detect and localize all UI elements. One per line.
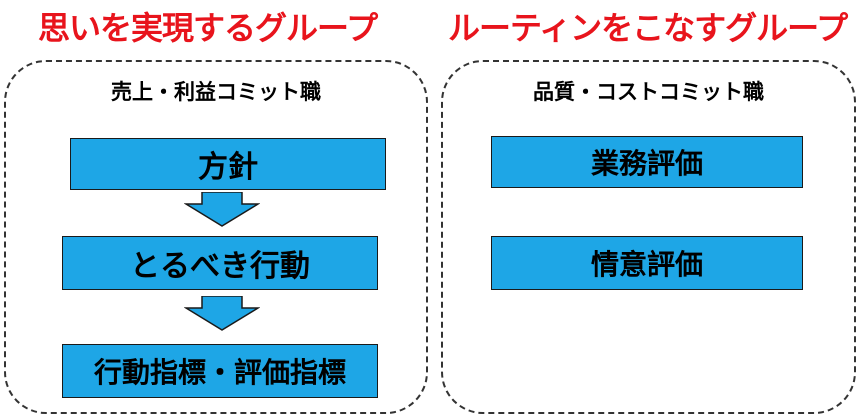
panel-title-right: 品質・コストコミット職 <box>533 80 764 104</box>
down-arrow-icon <box>184 296 260 331</box>
step-box-policy: 方針 <box>70 138 386 190</box>
down-arrow-icon <box>184 192 260 227</box>
group-heading-left: 思いを実現するグループ <box>38 9 378 47</box>
panel-title-left: 売上・利益コミット職 <box>111 80 321 104</box>
panel-right <box>441 60 856 414</box>
group-heading-right: ルーティンをこなすグループ <box>448 9 848 47</box>
step-box-indicators: 行動指標・評価指標 <box>62 344 378 398</box>
eval-box-work: 業務評価 <box>491 136 803 188</box>
eval-box-attitude: 情意評価 <box>491 236 803 290</box>
panel-left <box>4 60 428 414</box>
step-box-action: とるべき行動 <box>62 236 378 290</box>
